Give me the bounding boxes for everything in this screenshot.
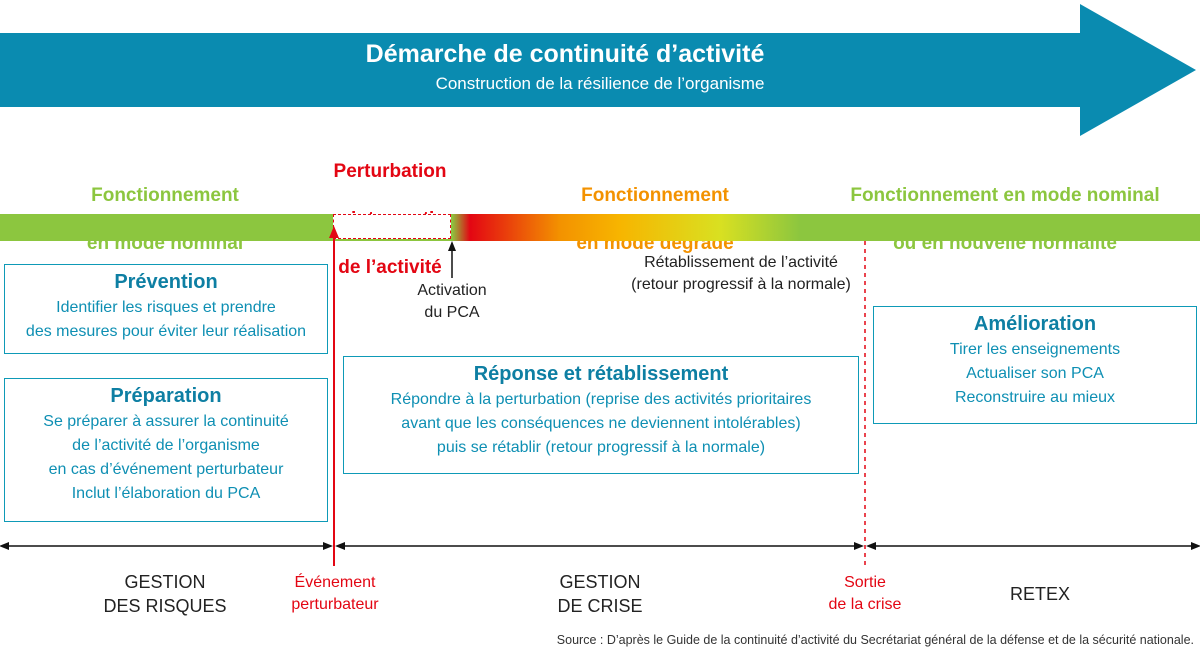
phase-degraded-line-1: Fonctionnement [581, 185, 729, 206]
event-exit-line-2: de la crise [828, 596, 902, 613]
timeline-bar [0, 214, 1200, 241]
box-preparation-line-3: en cas d’événement perturbateur [48, 461, 284, 478]
stage-retex: RETEX [960, 582, 1120, 606]
phase-perturbation-line-3: de l’activité [338, 257, 442, 278]
box-prevention-line-2: des mesures pour éviter leur réalisation [25, 323, 307, 340]
event-exit-line-1: Sortie [844, 574, 886, 591]
box-preparation-line-1: Se préparer à assurer la continuité [43, 413, 289, 430]
box-preparation-line-2: de l’activité de l’organisme [72, 437, 260, 454]
box-preparation-title: Préparation [110, 385, 222, 407]
box-response-line-3: puis se rétablir (retour progressif à la… [436, 439, 766, 456]
note-activation: Activation du PCA [392, 280, 512, 324]
stage-crisis-line-2: DE CRISE [557, 596, 643, 616]
phase-nominal-line-1: Fonctionnement [91, 185, 239, 206]
box-preparation-line-4: Inclut l’élaboration du PCA [71, 485, 261, 502]
note-restoration-line-2: (retour progressif à la normale) [631, 276, 851, 293]
stage-risk-management: GESTION DES RISQUES [85, 570, 245, 618]
stage-crisis-management: GESTION DE CRISE [520, 570, 680, 618]
interruption-gap [333, 214, 451, 239]
stage-risk-line-1: GESTION [124, 572, 206, 592]
box-response-title: Réponse et rétablissement [473, 363, 729, 385]
phase-new-normal-line-1: Fonctionnement en mode nominal [850, 185, 1160, 206]
box-prevention-line-1: Identifier les risques et prendre [56, 299, 276, 316]
event-crisis-exit: Sortie de la crise [800, 572, 930, 616]
box-prevention: Prévention Identifier les risques et pre… [4, 264, 328, 354]
banner-subtitle: Construction de la résilience de l’organ… [435, 74, 765, 93]
banner-arrow [0, 4, 1196, 136]
box-response: Réponse et rétablissement Répondre à la … [343, 356, 859, 474]
event-disruptive-line-1: Événement [294, 574, 376, 591]
banner-title: Démarche de continuité d’activité [365, 40, 765, 68]
box-improvement-title: Amélioration [973, 313, 1097, 335]
box-prevention-title: Prévention [114, 271, 218, 293]
box-response-line-2: avant que les conséquences ne deviennent… [401, 415, 801, 432]
event-disruptive-line-2: perturbateur [291, 596, 379, 613]
note-activation-line-2: du PCA [424, 304, 480, 321]
stage-crisis-line-1: GESTION [559, 572, 641, 592]
box-improvement-line-3: Reconstruire au mieux [954, 389, 1116, 406]
box-improvement-line-1: Tirer les enseignements [949, 341, 1121, 358]
stage-risk-line-2: DES RISQUES [103, 596, 227, 616]
box-improvement: Amélioration Tirer les enseignements Act… [873, 306, 1197, 424]
box-response-line-1: Répondre à la perturbation (reprise des … [390, 391, 812, 408]
event-disruptive: Événement perturbateur [270, 572, 400, 616]
note-activation-line-1: Activation [417, 282, 487, 299]
box-preparation: Préparation Se préparer à assurer la con… [4, 378, 328, 522]
box-improvement-line-2: Actualiser son PCA [966, 365, 1104, 382]
note-restoration-line-1: Rétablissement de l’activité [644, 254, 838, 271]
note-restoration: Rétablissement de l’activité (retour pro… [608, 252, 874, 296]
phase-perturbation-line-1: Perturbation [333, 161, 447, 182]
stage-retex-line-1: RETEX [1009, 584, 1070, 604]
source-note: Source : D’après le Guide de la continui… [556, 633, 1194, 647]
